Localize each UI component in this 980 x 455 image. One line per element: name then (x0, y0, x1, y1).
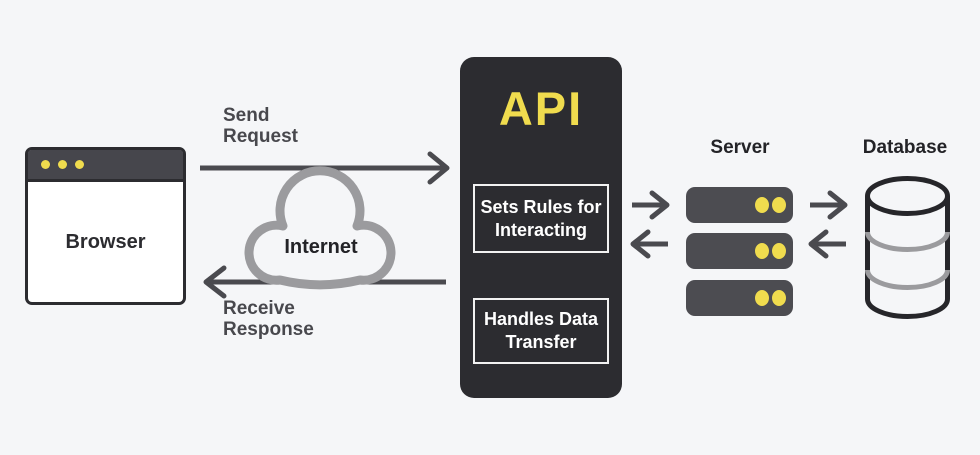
server-led-icon (772, 243, 786, 259)
server-to-api-arrow-icon (630, 229, 668, 259)
api-function-rules: Sets Rules for Interacting (473, 184, 609, 253)
cloud-icon (244, 166, 396, 290)
server-led-icon (755, 290, 769, 306)
api-panel: API Sets Rules for Interacting Handles D… (460, 57, 622, 398)
window-control-dot-icon (41, 160, 50, 169)
server-rack-icon (686, 187, 793, 223)
api-function-transfer: Handles Data Transfer (473, 298, 609, 364)
receive-response-arrow-icon (203, 265, 446, 299)
server-rack-icon (686, 233, 793, 269)
window-control-dot-icon (75, 160, 84, 169)
browser-window-icon: Browser (25, 147, 186, 305)
server-led-icon (755, 243, 769, 259)
server-label: Server (710, 137, 770, 158)
server-rack-icon (686, 280, 793, 316)
server-to-database-arrow-icon (810, 190, 848, 220)
api-title: API (498, 82, 584, 135)
browser-body: Browser (28, 182, 183, 302)
server-led-icon (755, 197, 769, 213)
browser-label: Browser (65, 230, 146, 253)
browser-titlebar (28, 150, 183, 182)
receive-response-label: Receive Response (223, 298, 314, 340)
database-cylinder-icon (865, 176, 950, 319)
send-request-arrow-icon (200, 151, 450, 185)
database-label: Database (862, 137, 948, 158)
window-control-dot-icon (58, 160, 67, 169)
server-led-icon (772, 290, 786, 306)
api-to-server-arrow-icon (632, 190, 670, 220)
database-to-server-arrow-icon (808, 229, 846, 259)
send-request-label: Send Request (223, 105, 298, 147)
server-led-icon (772, 197, 786, 213)
internet-label: Internet (284, 236, 358, 258)
